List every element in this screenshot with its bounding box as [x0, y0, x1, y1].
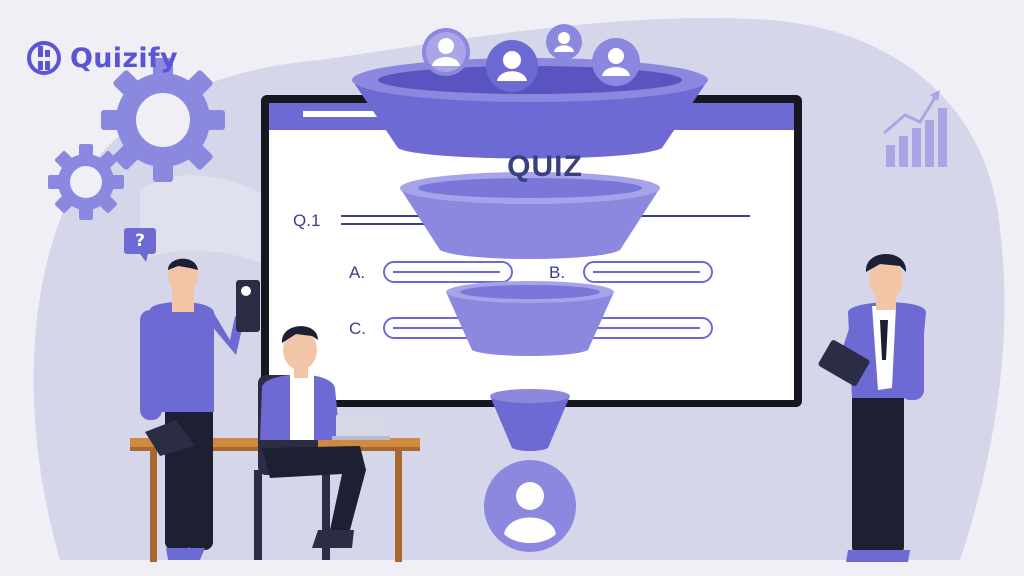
- user-avatar-icon: [546, 24, 582, 60]
- option-b-pill[interactable]: [583, 261, 713, 283]
- screen-header-line: [303, 111, 443, 117]
- person-standing-left: [140, 258, 260, 560]
- brand-logo[interactable]: Quizify: [26, 40, 178, 76]
- gear-icon-small: [48, 144, 124, 220]
- question-number: Q.1: [293, 211, 321, 230]
- funnel-stage-3: [446, 281, 614, 356]
- question-mark-icon: ?: [135, 231, 145, 251]
- user-avatar-icon: [486, 40, 538, 92]
- growth-chart-icon: [883, 90, 947, 167]
- option-a-label: A.: [349, 263, 366, 282]
- user-avatar-icon: [592, 38, 640, 86]
- option-a-pill[interactable]: [383, 261, 513, 283]
- person-standing-right: [818, 254, 926, 562]
- funnel-stage-4: [490, 389, 570, 451]
- funnel-stage-2: [400, 172, 660, 259]
- speech-bubble: [124, 228, 156, 262]
- quizify-logo-icon: [27, 41, 61, 75]
- option-b-label: B.: [549, 263, 566, 282]
- quiz-title: QUIZ: [507, 150, 583, 183]
- gear-icon-large: [101, 58, 225, 182]
- brand-name: Quizify: [70, 42, 178, 74]
- user-avatar-icon: [422, 28, 470, 76]
- option-c-label: C.: [349, 319, 366, 338]
- person-seated: [260, 326, 390, 548]
- output-user-avatar-icon: [484, 460, 576, 552]
